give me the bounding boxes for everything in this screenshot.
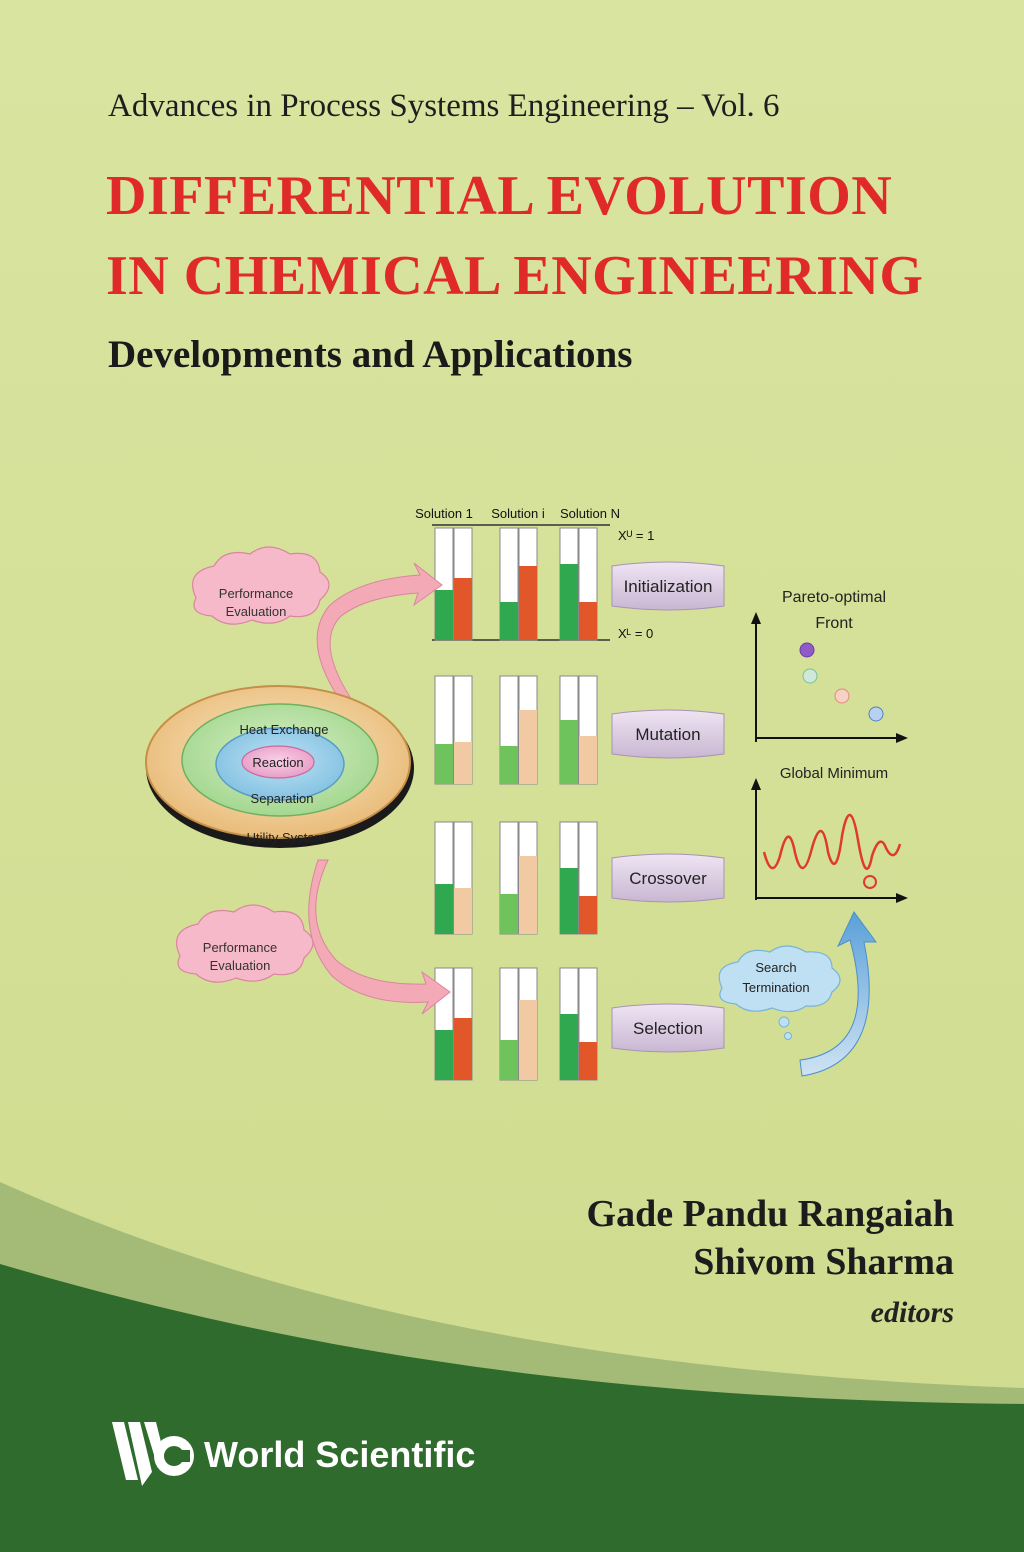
editor-1: Gade Pandu Rangaiah	[586, 1193, 954, 1235]
publisher-name: World Scientific	[204, 1434, 476, 1475]
performance-evaluation-cloud-bottom: Performance Evaluation	[176, 904, 314, 983]
solution-n-header: Solution N	[560, 506, 620, 521]
lower-bound-label: Xᴸ = 0	[618, 626, 653, 641]
book-title-line-2: IN CHEMICAL ENGINEERING	[106, 245, 924, 307]
utility-system-label: Utility System	[247, 830, 326, 845]
pareto-front-plot: Pareto-optimal Front	[751, 589, 908, 743]
bottom-band	[0, 1182, 1024, 1552]
initialization-tag: Initialization	[611, 561, 725, 611]
crossover-label: Crossover	[629, 869, 707, 888]
reaction-label: Reaction	[252, 755, 303, 770]
initialization-bars	[434, 527, 598, 641]
mutation-bars	[434, 675, 598, 785]
selection-label: Selection	[633, 1019, 703, 1038]
arrow-to-selection	[308, 859, 451, 1015]
selection-tag: Selection	[611, 1003, 725, 1053]
world-scientific-logo-icon	[112, 1422, 194, 1486]
global-minimum-plot: Global Minimum	[751, 765, 908, 903]
editor-2: Shivom Sharma	[693, 1241, 954, 1283]
search-label-1: Search	[755, 960, 796, 975]
book-subtitle: Developments and Applications	[108, 333, 633, 376]
performance-label-top-2: Evaluation	[226, 604, 287, 619]
pareto-label-1: Pareto-optimal	[782, 589, 886, 606]
differential-evolution-illustration: Solution 1 Solution i Solution N Xᵁ = 1 …	[145, 506, 908, 1081]
performance-label-bottom-2: Evaluation	[210, 958, 271, 973]
mutation-label: Mutation	[635, 725, 700, 744]
initialization-label: Initialization	[624, 577, 713, 596]
global-minimum-label: Global Minimum	[780, 765, 888, 782]
book-title-line-1: DIFFERENTIAL EVOLUTION	[106, 165, 893, 227]
performance-label-top-1: Performance	[219, 586, 293, 601]
publisher-block: World Scientific	[112, 1420, 475, 1490]
process-rings: Heat Exchange Reaction Separation Utilit…	[145, 685, 414, 848]
separation-label: Separation	[251, 791, 314, 806]
pareto-label-2: Front	[815, 615, 853, 632]
crossover-bars	[434, 821, 598, 935]
dark-green-band	[0, 1264, 1024, 1552]
crossover-tag: Crossover	[611, 853, 725, 903]
heat-exchange-label: Heat Exchange	[240, 722, 329, 737]
series-title: Advances in Process Systems Engineering …	[108, 88, 780, 124]
solution-i-header: Solution i	[491, 506, 545, 521]
mutation-tag: Mutation	[611, 709, 725, 759]
performance-evaluation-cloud-top: Performance Evaluation	[192, 546, 330, 625]
upper-bound-label: Xᵁ = 1	[618, 528, 654, 543]
performance-label-bottom-1: Performance	[203, 940, 277, 955]
selection-bars	[434, 967, 598, 1081]
search-label-2: Termination	[742, 980, 809, 995]
editors-role: editors	[870, 1296, 954, 1329]
search-return-arrow	[799, 911, 877, 1077]
solution-1-header: Solution 1	[415, 506, 473, 521]
arrow-to-initialization	[316, 562, 443, 701]
search-termination-cloud: Search Termination	[718, 945, 841, 1040]
